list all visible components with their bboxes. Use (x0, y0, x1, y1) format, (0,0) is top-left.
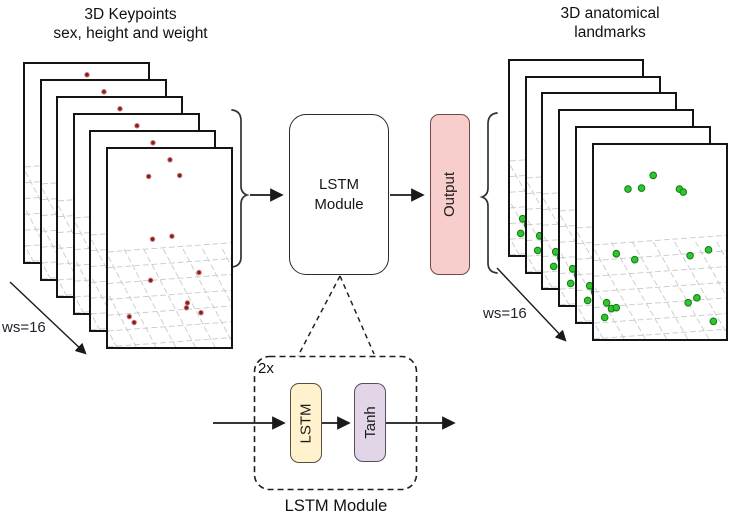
data-point-dot (679, 187, 687, 196)
data-point-dot (685, 251, 694, 260)
right-title-line2: landmarks (574, 24, 646, 41)
data-point-dot (84, 72, 90, 78)
right-brace-icon (479, 112, 498, 274)
lstm-module-box: LSTM Module (289, 114, 389, 275)
left-title-line2: sex, height and weight (53, 25, 208, 42)
right-stack-title: 3D anatomical landmarks (505, 4, 715, 42)
left-title-line1: 3D Keypoints (84, 6, 177, 23)
stack-frame (105, 146, 233, 349)
data-point-dot (704, 245, 712, 254)
detail-link-right (339, 275, 375, 355)
data-point-dot (183, 304, 189, 311)
data-point-dot (176, 172, 182, 178)
left-stack-title: 3D Keypoints sex, height and weight (28, 5, 233, 43)
data-point-dot (637, 183, 645, 192)
data-point-dot (683, 298, 692, 307)
detail-box-outline (253, 355, 418, 491)
data-point-dot (623, 184, 632, 193)
window-size-label-left: ws=16 (2, 319, 46, 336)
data-point-dot (100, 88, 107, 95)
output-box: Output (430, 114, 470, 275)
lstm-cell-label: LSTM (297, 402, 315, 444)
data-point-dot (612, 249, 620, 258)
stack-frame (591, 142, 728, 341)
data-point-dot (117, 105, 123, 112)
data-point-dot (145, 173, 151, 179)
data-point-dot (566, 279, 575, 288)
data-point-dot (612, 303, 620, 311)
tanh-cell-box: Tanh (354, 383, 386, 462)
detail-link-left (297, 275, 341, 357)
data-point-dot (130, 319, 137, 325)
lstm-module-box-line1: LSTM (318, 175, 359, 193)
output-box-label: Output (441, 171, 459, 218)
data-point-dot (709, 317, 717, 325)
data-point-dot (126, 313, 132, 319)
frame-plot (107, 156, 231, 347)
data-point-dot (648, 171, 657, 179)
lstm-cell-box: LSTM (290, 383, 322, 463)
data-point-dot (583, 296, 592, 305)
lstm-module-box-line2: Module (314, 195, 364, 213)
data-point-dot (147, 277, 153, 283)
repeat-multiplier-label: 2x (258, 360, 274, 377)
frame-plot (593, 171, 726, 339)
left-brace-icon (231, 109, 250, 268)
data-point-dot (197, 309, 204, 315)
data-point-dot (692, 293, 701, 302)
data-point-dot (168, 232, 175, 239)
data-point-dot (602, 298, 610, 307)
data-point-dot (600, 313, 608, 321)
data-point-dot (150, 139, 156, 146)
data-point-dot (133, 122, 140, 129)
tanh-cell-label: Tanh (361, 406, 379, 439)
right-title-line1: 3D anatomical (560, 5, 660, 22)
data-point-dot (533, 246, 542, 254)
data-point-dot (630, 255, 639, 263)
data-point-dot (184, 299, 190, 306)
window-size-label-right: ws=16 (483, 305, 527, 322)
data-point-dot (149, 235, 155, 242)
data-point-dot (195, 269, 202, 275)
detail-module-caption: LSTM Module (284, 497, 388, 515)
data-point-dot (516, 229, 525, 238)
data-point-dot (550, 263, 558, 271)
data-point-dot (166, 156, 173, 163)
